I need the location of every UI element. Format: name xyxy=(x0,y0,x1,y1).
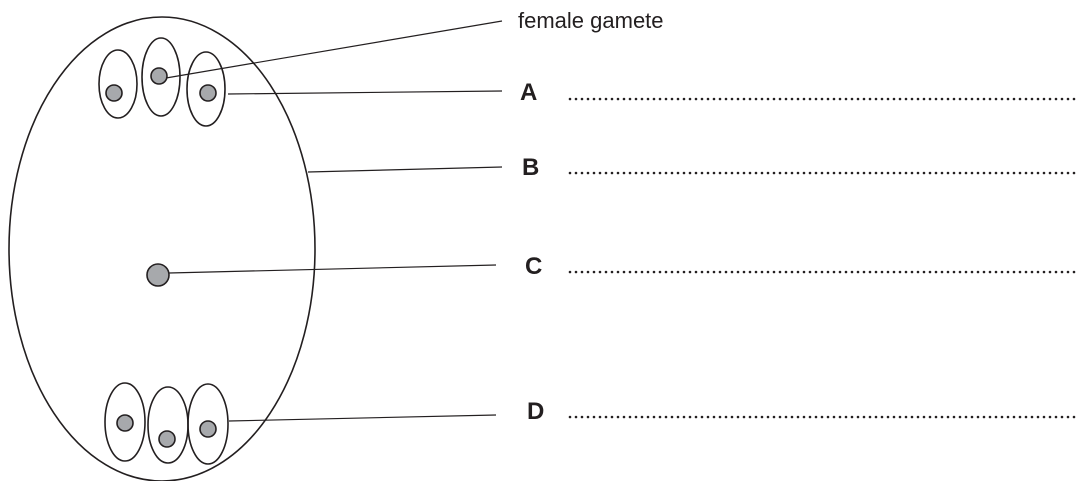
synergid-nucleus-left xyxy=(105,84,123,102)
egg-cell-nucleus xyxy=(150,67,168,85)
antipodal-cell-right xyxy=(187,383,229,465)
antipodal-nucleus-right xyxy=(199,420,217,438)
label-c: C xyxy=(525,253,542,280)
embryo-sac-wall xyxy=(8,16,316,481)
antipodal-cell-middle xyxy=(147,386,189,464)
antipodal-nucleus-middle xyxy=(158,430,176,448)
leader-a xyxy=(227,90,503,95)
leader-b xyxy=(307,166,503,173)
antipodal-nucleus-left xyxy=(116,414,134,432)
leader-c xyxy=(168,264,497,274)
label-a: A xyxy=(520,79,537,106)
central-nucleus xyxy=(146,263,170,287)
synergid-nucleus-right xyxy=(199,84,217,102)
leader-female-gamete xyxy=(165,20,503,79)
label-d: D xyxy=(527,398,544,425)
leader-d xyxy=(228,414,497,422)
synergid-cell-right xyxy=(186,51,226,127)
egg-cell xyxy=(141,37,181,117)
antipodal-cell-left xyxy=(104,382,146,462)
label-b: B xyxy=(522,154,539,181)
label-female-gamete: female gamete xyxy=(518,8,664,33)
synergid-cell-left xyxy=(98,49,138,119)
